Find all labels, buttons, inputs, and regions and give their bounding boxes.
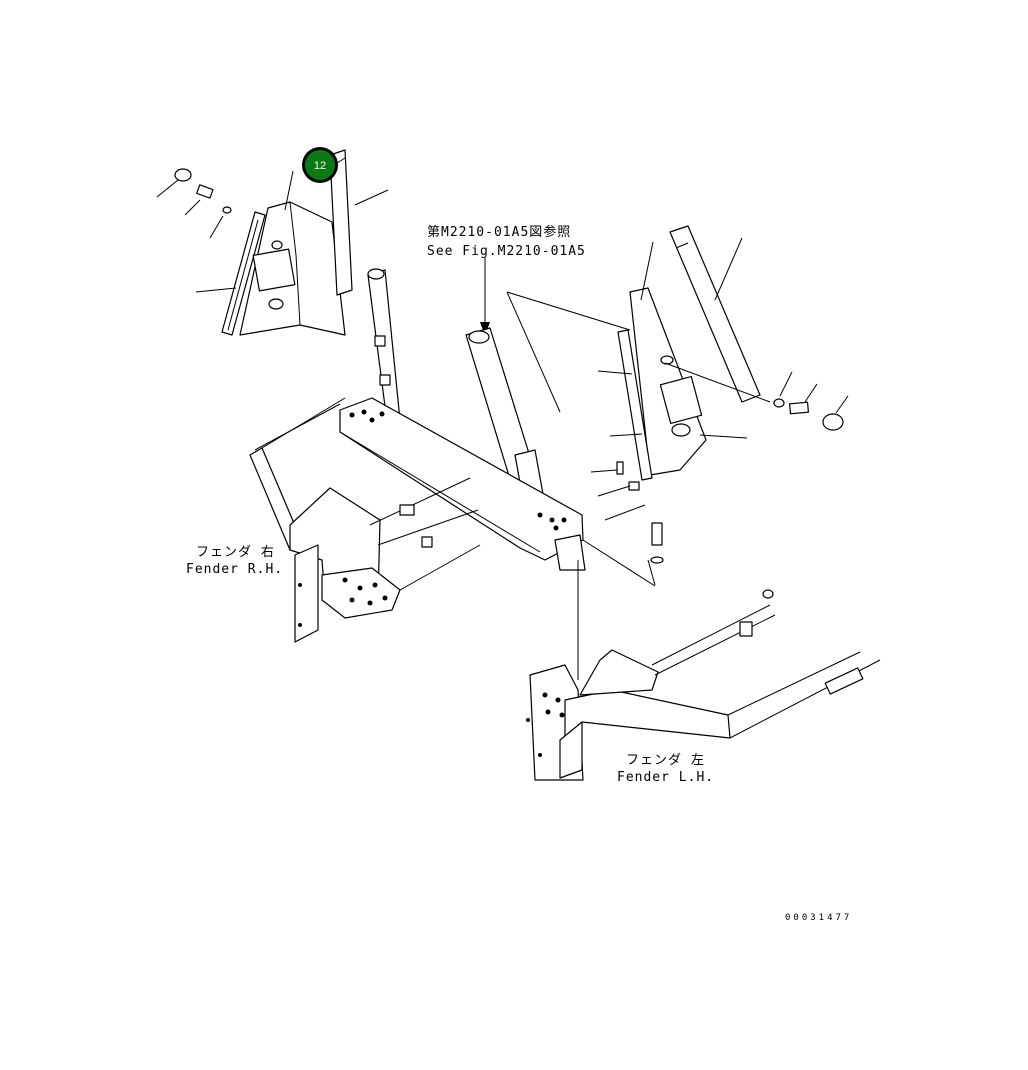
right-side-cover <box>669 225 761 403</box>
right-rubber-strip <box>617 329 653 481</box>
fender-lh-label-en: Fender L.H. <box>617 770 714 785</box>
fender-rh-label-jp: フェンダ 右 <box>196 545 275 560</box>
drawing-number: 00031477 <box>785 913 852 923</box>
callout-12[interactable]: 12 <box>302 147 338 183</box>
fender-rh <box>249 397 481 643</box>
left-cover-panel-group <box>156 149 389 336</box>
right-cover-panel-group <box>506 225 849 680</box>
reference-note-jp: 第M2210-01A5図参照 <box>427 224 571 240</box>
left-washer <box>222 206 232 214</box>
left-cap <box>174 168 192 182</box>
right-bolt <box>788 401 810 415</box>
fender-rh-label-en: Fender R.H. <box>186 562 283 577</box>
right-washer <box>773 398 785 408</box>
fender-lh-label-jp: フェンダ 左 <box>626 753 705 768</box>
fender-lh <box>526 589 881 781</box>
callout-number: 12 <box>314 160 326 172</box>
callout-badge[interactable] <box>305 150 335 180</box>
left-bolt <box>196 184 214 199</box>
right-cap <box>822 413 844 431</box>
central-frame <box>339 268 586 571</box>
left-side-cover <box>329 149 353 296</box>
reference-note-en: See Fig.M2210-01A5 <box>427 244 586 259</box>
